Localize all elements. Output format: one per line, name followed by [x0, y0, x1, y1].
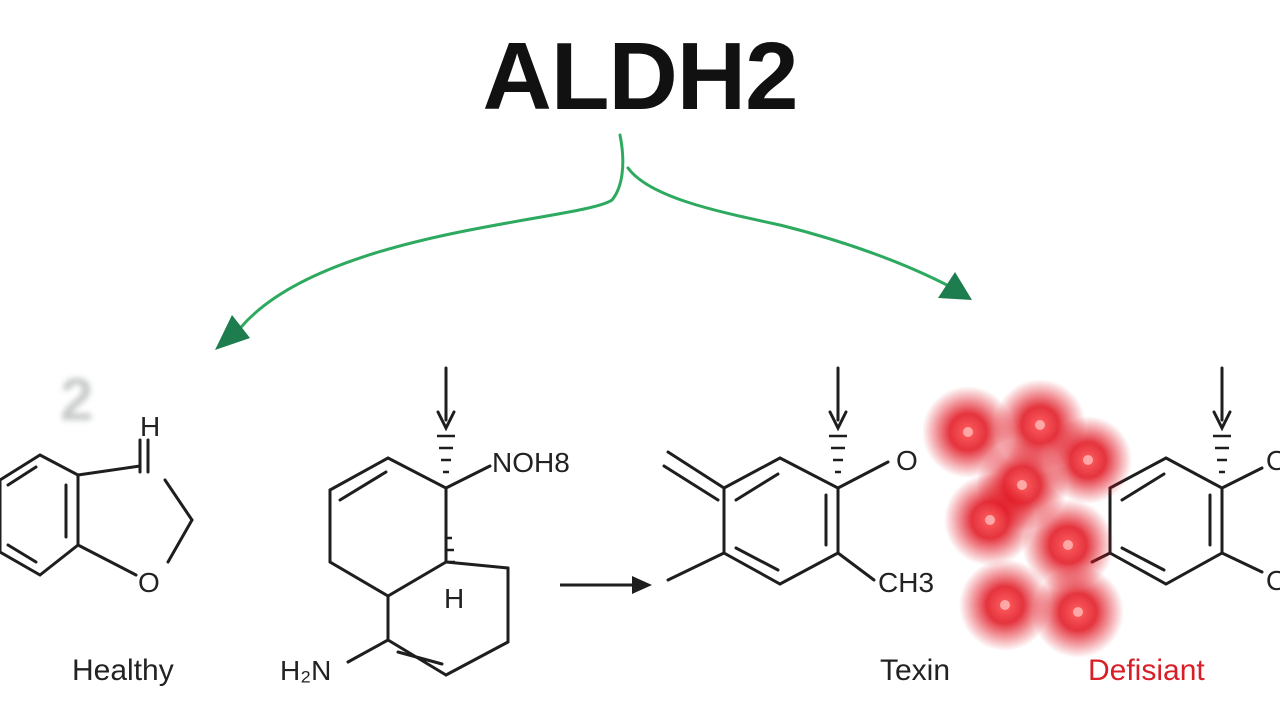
structure-4-o-top: O [1266, 445, 1280, 476]
caption-deficient: Defisiant [1088, 654, 1205, 687]
structure-1-o: O [138, 567, 160, 598]
arrowhead-right [938, 272, 972, 300]
structure-2-h: H [444, 583, 464, 614]
structure-4-hash-bond [1213, 434, 1231, 474]
diagram-title: ALDH2 [482, 23, 798, 130]
caption-texin: Texin [880, 654, 951, 687]
structure-3-hash-bond [829, 434, 847, 474]
caption-healthy: Healthy [72, 654, 174, 687]
structure-2-amine: H₂N [280, 655, 331, 686]
structure-1-h: H [140, 411, 160, 442]
structure-3-o: O [896, 445, 918, 476]
structure-3-ch3: CH3 [878, 567, 934, 598]
toxic-particle-cluster [922, 379, 1132, 658]
structure-2-noh8: NOH8 [492, 447, 570, 478]
faded-mark: 2 [60, 366, 93, 433]
arrowhead-left [215, 315, 250, 350]
structure-4-o-bottom: O [1266, 565, 1280, 596]
branch-arrow [228, 133, 962, 344]
structure-3-molecule [662, 366, 890, 586]
structure-1-molecule [0, 438, 194, 577]
structure-2-molecule [328, 366, 510, 677]
toxic-particle-highlights [963, 420, 1093, 617]
reaction-arrow [560, 576, 652, 594]
structure-2-hash-bond [437, 434, 455, 564]
